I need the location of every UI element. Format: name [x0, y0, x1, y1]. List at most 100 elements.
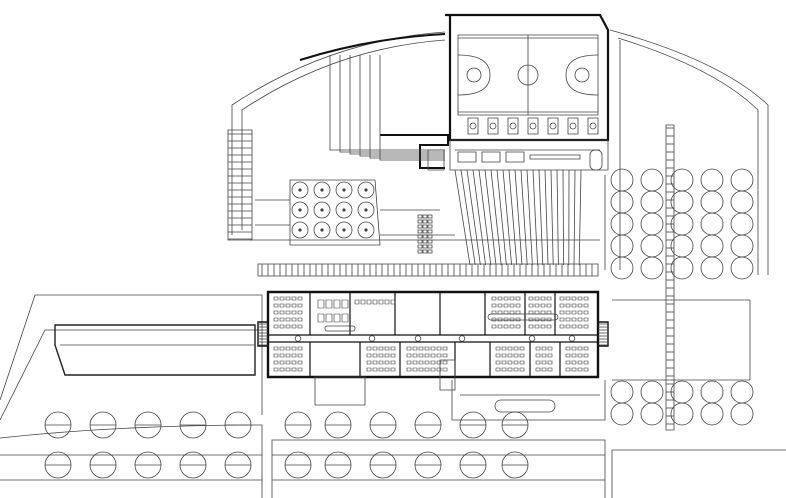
desk — [292, 368, 296, 371]
rack-slot — [428, 250, 432, 253]
ramp-line — [467, 170, 480, 265]
desk — [379, 347, 383, 350]
tree — [701, 381, 723, 403]
tree — [641, 403, 663, 425]
tree — [641, 191, 663, 213]
connecting-ramp-lines — [455, 170, 581, 265]
east-colonnade — [666, 125, 674, 430]
ramp-line — [551, 170, 553, 265]
desk — [286, 361, 290, 364]
terrace-line — [380, 55, 445, 160]
tree — [701, 403, 723, 425]
planter — [314, 182, 330, 198]
tree — [641, 169, 663, 191]
pillar — [568, 118, 578, 134]
ramp-line — [491, 170, 501, 265]
desk — [443, 368, 447, 371]
desk — [385, 300, 389, 304]
tree — [701, 191, 723, 213]
desk — [566, 325, 570, 328]
curved-boundary-east-inner — [618, 38, 758, 275]
rack-slot — [428, 245, 432, 248]
desk — [385, 354, 389, 357]
desk — [514, 354, 518, 357]
rack-slot — [423, 240, 427, 243]
desk — [529, 304, 533, 307]
desk — [274, 354, 278, 357]
desk — [292, 361, 296, 364]
desk — [572, 347, 576, 350]
ramp-line — [485, 170, 496, 265]
desk — [367, 361, 371, 364]
terrace-line — [360, 55, 445, 156]
rack-slot — [418, 230, 422, 233]
courtyard-planters — [290, 180, 380, 245]
rack-slot — [418, 225, 422, 228]
gym-service-block — [428, 140, 608, 170]
desk — [431, 368, 435, 371]
desk — [274, 325, 278, 328]
west-landscape-boundary — [0, 295, 262, 415]
planter — [358, 222, 374, 238]
desk — [367, 354, 371, 357]
desk — [572, 318, 576, 321]
desk — [572, 354, 576, 357]
desk — [280, 368, 284, 371]
desk — [280, 311, 284, 314]
desk — [407, 361, 411, 364]
desk — [535, 311, 539, 314]
desk — [541, 318, 545, 321]
tree — [611, 257, 633, 279]
desk — [298, 368, 302, 371]
desk — [502, 361, 506, 364]
corridor-column — [529, 336, 535, 342]
library-table — [334, 300, 340, 308]
desk — [443, 354, 447, 357]
desk — [578, 347, 582, 350]
desk — [566, 368, 570, 371]
desk — [373, 347, 377, 350]
ramp-line — [479, 170, 491, 265]
desk — [566, 311, 570, 314]
ramp-line — [533, 170, 538, 265]
desk — [520, 368, 524, 371]
ramp-line — [574, 170, 575, 265]
bike-rack-grid — [418, 215, 432, 253]
tree — [641, 381, 663, 403]
tree — [731, 169, 753, 191]
planter-center — [321, 189, 323, 191]
desk — [560, 318, 564, 321]
desk — [407, 354, 411, 357]
ramp-line — [509, 170, 517, 265]
desk — [548, 347, 552, 350]
desk — [584, 354, 588, 357]
corridor-column — [415, 336, 421, 342]
desk — [286, 354, 290, 357]
pillar-cap — [590, 123, 596, 129]
desk — [520, 361, 524, 364]
desk — [584, 368, 588, 371]
desk — [578, 304, 582, 307]
rack-slot — [423, 250, 427, 253]
terrace-line — [340, 55, 445, 152]
planter-center — [365, 229, 367, 231]
west-wing-outline — [55, 325, 255, 375]
desk — [548, 368, 552, 371]
desk — [437, 347, 441, 350]
desk — [498, 311, 502, 314]
desk — [419, 347, 423, 350]
desk — [274, 318, 278, 321]
desk — [419, 354, 423, 357]
desk — [516, 304, 520, 307]
planter — [336, 202, 352, 218]
planter — [292, 182, 308, 198]
desk — [292, 311, 296, 314]
pillar-cap — [570, 123, 576, 129]
planter — [358, 182, 374, 198]
desk — [578, 361, 582, 364]
library-table — [318, 314, 324, 322]
desk — [391, 347, 395, 350]
desk — [566, 354, 570, 357]
desk — [385, 361, 389, 364]
desk — [584, 311, 588, 314]
